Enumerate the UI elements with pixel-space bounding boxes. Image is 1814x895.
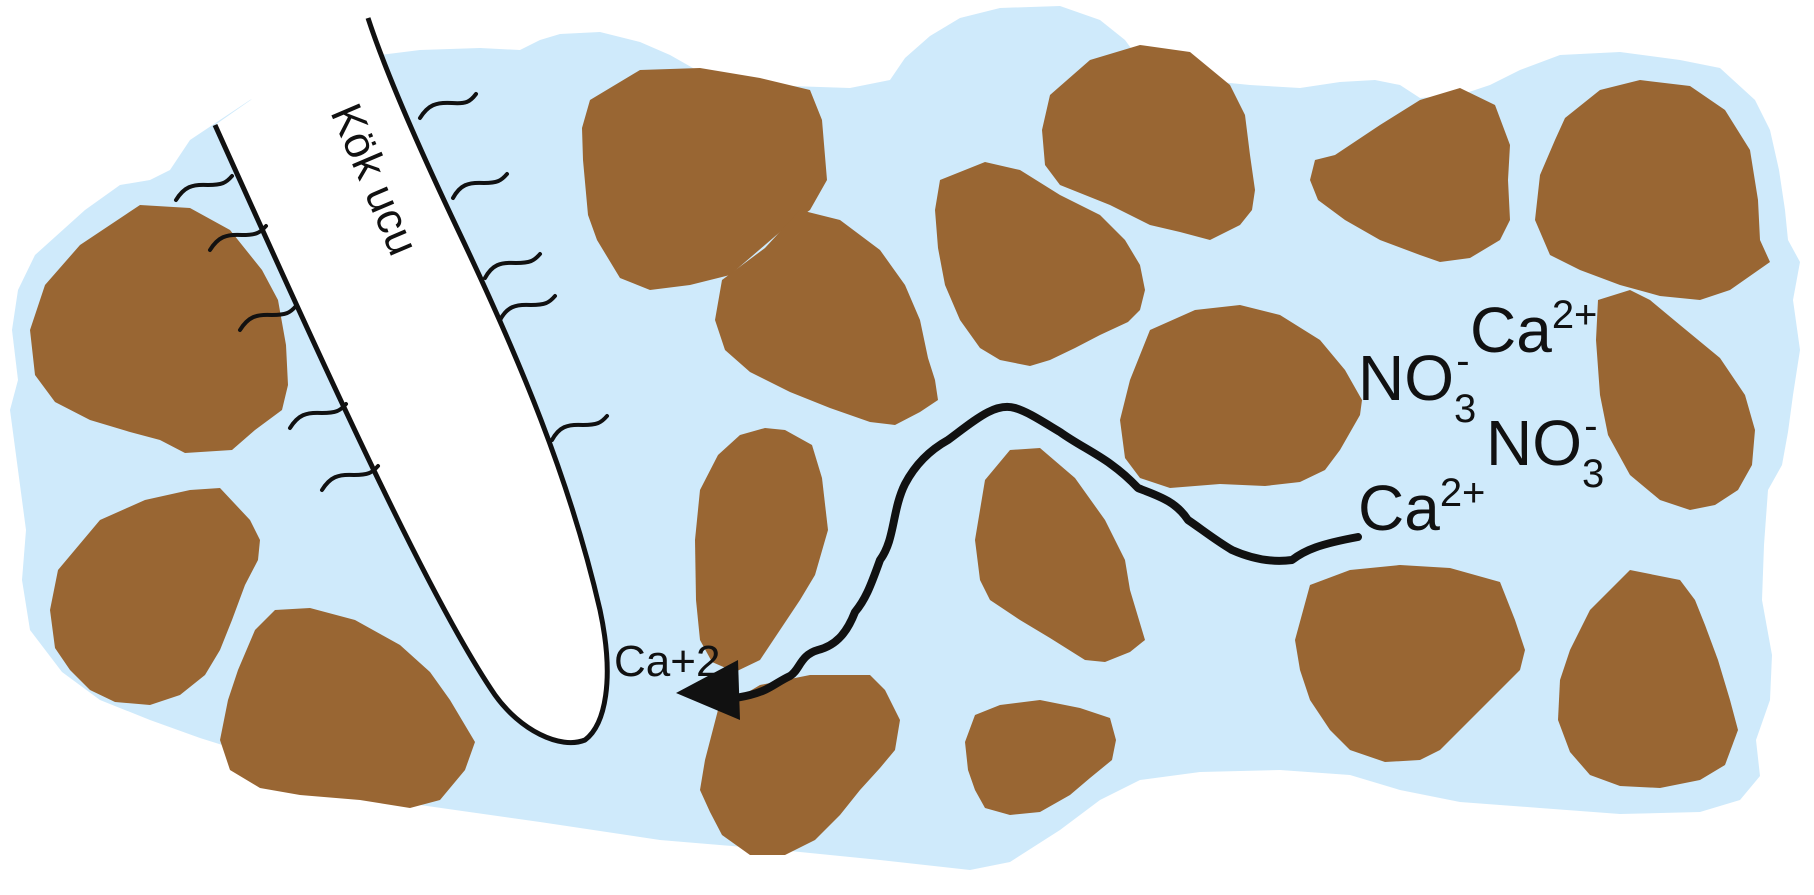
no3-ion-subscript: 3 xyxy=(1582,452,1604,496)
ca-ion-charge: 2+ xyxy=(1552,293,1598,337)
absorbed-ca-label: Ca+2 xyxy=(614,637,720,686)
no3-ion-symbol: NO xyxy=(1486,407,1582,479)
no3-ion-subscript: 3 xyxy=(1454,387,1476,431)
no3-ion-charge: - xyxy=(1456,339,1469,383)
ca-ion-charge: 2+ xyxy=(1440,471,1486,515)
no3-ion-charge: - xyxy=(1584,404,1597,448)
ca-ion-symbol: Ca xyxy=(1358,472,1440,544)
no3-ion-symbol: NO xyxy=(1358,342,1454,414)
ca-ion-symbol: Ca xyxy=(1470,294,1552,366)
